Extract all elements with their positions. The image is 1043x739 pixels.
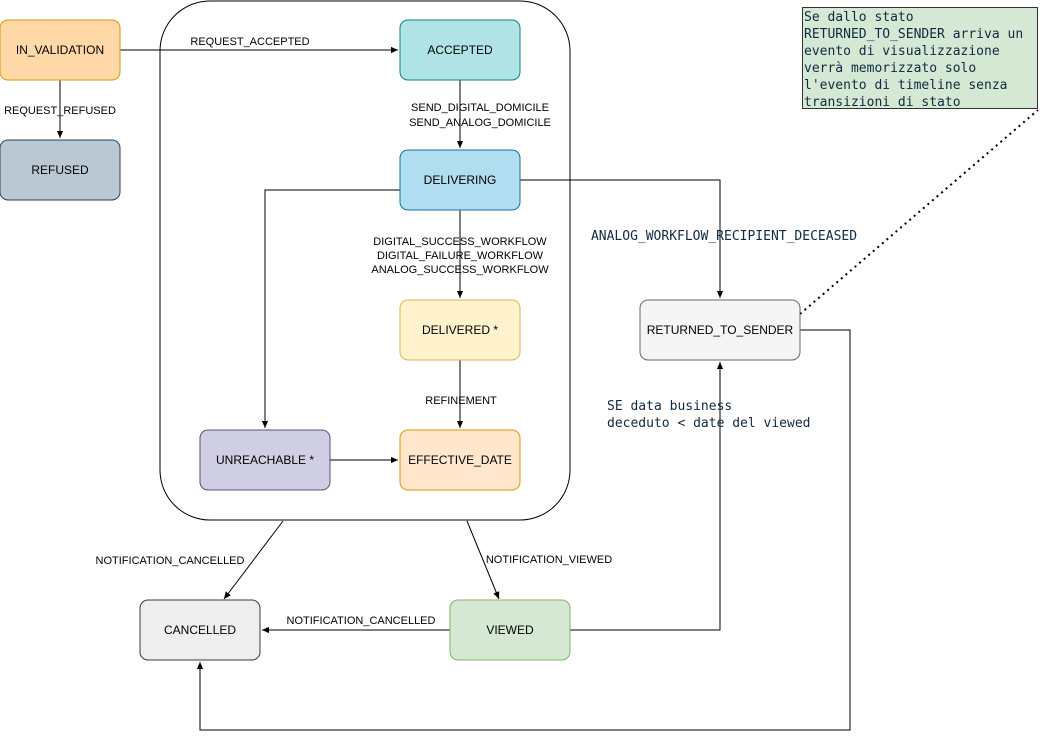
state-label-delivering: DELIVERING xyxy=(424,173,497,187)
state-box-returned-to-sender xyxy=(639,299,801,361)
state-group-container xyxy=(159,0,571,521)
label-request-accepted: REQUEST_ACCEPTED xyxy=(190,36,309,48)
state-delivered: DELIVERED * xyxy=(399,299,521,361)
transitions xyxy=(56,46,1039,731)
state-label-cancelled: CANCELLED xyxy=(164,623,236,637)
state-box-effective-date xyxy=(399,429,521,491)
state-delivering: DELIVERING xyxy=(399,149,521,211)
state-viewed: VIEWED xyxy=(449,599,571,661)
label-condition-line-1: SE data business xyxy=(607,399,732,414)
label-digital-failure-workflow: DIGITAL_FAILURE_WORKFLOW xyxy=(377,250,544,262)
edge-group-viewed xyxy=(466,520,500,600)
state-cancelled: CANCELLED xyxy=(139,599,261,661)
state-box-delivered xyxy=(399,299,521,361)
state-label-effective-date: EFFECTIVE_DATE xyxy=(408,453,512,467)
label-notification-viewed: NOTIFICATION_VIEWED xyxy=(486,554,612,566)
label-send-digital-domicile: SEND_DIGITAL_DOMICILE xyxy=(411,102,549,114)
note-line: evento di visualizzazione xyxy=(804,44,1000,59)
note-line: transizioni di stato xyxy=(804,95,961,109)
state-effective-date: EFFECTIVE_DATE xyxy=(399,429,521,491)
state-label-delivered: DELIVERED * xyxy=(422,323,498,337)
label-condition-line-2: deceduto < date del viewed xyxy=(607,416,811,431)
state-refused: REFUSED xyxy=(0,139,121,201)
label-digital-success-workflow: DIGITAL_SUCCESS_WORKFLOW xyxy=(373,236,547,248)
edge-labels: REQUEST_ACCEPTED REQUEST_REFUSED SEND_DI… xyxy=(4,36,857,627)
label-analog-success-workflow: ANALOG_SUCCESS_WORKFLOW xyxy=(371,264,549,276)
state-box-delivering xyxy=(399,149,521,211)
edge-delivering-unreachable xyxy=(261,189,400,428)
state-box-unreachable xyxy=(199,429,331,491)
label-send-analog-domicile: SEND_ANALOG_DOMICILE xyxy=(409,117,551,129)
note-line: l'evento di timeline senza xyxy=(804,78,1008,93)
state-label-viewed: VIEWED xyxy=(486,623,534,637)
note-line: verrà memorizzato solo xyxy=(804,61,977,76)
edge-group-cancelled xyxy=(223,520,284,600)
edge-viewed-returned xyxy=(570,362,724,631)
state-box-refused xyxy=(0,139,121,201)
state-box-in-validation xyxy=(0,19,121,81)
state-box-cancelled xyxy=(139,599,261,661)
edge-returned-cancelled xyxy=(196,329,851,731)
state-label-unreachable: UNREACHABLE * xyxy=(216,453,314,467)
edge-delivering-returned xyxy=(520,179,724,298)
state-label-refused: REFUSED xyxy=(31,163,89,177)
state-box-accepted xyxy=(399,19,521,81)
label-notification-cancelled-viewed: NOTIFICATION_CANCELLED xyxy=(287,615,436,627)
note-connector xyxy=(799,109,1039,315)
state-unreachable: UNREACHABLE * xyxy=(199,429,331,491)
label-refinement: REFINEMENT xyxy=(425,395,497,407)
label-request-refused: REQUEST_REFUSED xyxy=(4,105,116,117)
state-box-viewed xyxy=(449,599,571,661)
note-line: Se dallo stato xyxy=(804,10,914,25)
note-line: RETURNED_TO_SENDER arriva un xyxy=(804,27,1024,42)
state-label-accepted: ACCEPTED xyxy=(427,43,493,57)
annotation-note: Se dallo stato RETURNED_TO_SENDER arriva… xyxy=(802,7,1038,109)
label-analog-workflow-recipient-deceased: ANALOG_WORKFLOW_RECIPIENT_DECEASED xyxy=(591,229,857,244)
state-in-validation: IN_VALIDATION xyxy=(0,19,121,81)
state-label-returned-to-sender: RETURNED_TO_SENDER xyxy=(647,323,794,337)
state-returned-to-sender: RETURNED_TO_SENDER xyxy=(639,299,801,361)
state-label-in-validation: IN_VALIDATION xyxy=(16,43,104,57)
label-notification-cancelled-group: NOTIFICATION_CANCELLED xyxy=(96,555,245,567)
state-accepted: ACCEPTED xyxy=(399,19,521,81)
